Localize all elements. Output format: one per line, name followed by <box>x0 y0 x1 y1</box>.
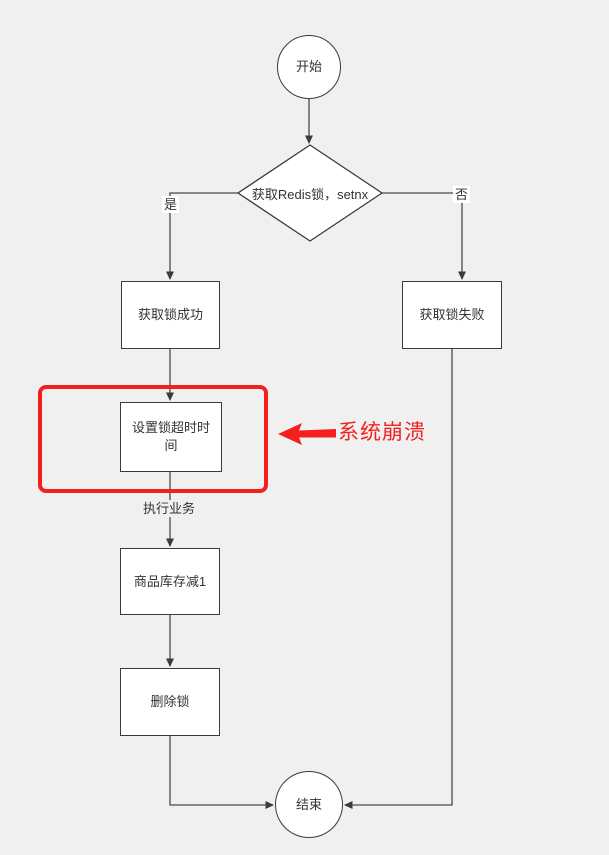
node-end: 结束 <box>275 771 343 838</box>
edge-delete-lock-end <box>169 736 274 809</box>
node-dec-stock-label: 商品库存减1 <box>133 573 207 589</box>
node-lock-success-label: 获取锁成功 <box>137 307 203 322</box>
node-lock-success: 获取锁成功 <box>121 281 220 349</box>
node-lock-fail: 获取锁失败 <box>402 281 502 349</box>
node-end-label: 结束 <box>295 796 322 812</box>
edge-label-yes: 是 <box>162 196 180 213</box>
node-decision-label: 获取Redis锁，setnx <box>251 186 369 202</box>
annotation-arrow-icon <box>278 423 336 445</box>
edge-label-no: 否 <box>453 186 471 203</box>
edge-decision-lock-fail <box>382 192 466 280</box>
edge-lock-fail-end <box>344 349 453 809</box>
node-decision: 获取Redis锁，setnx <box>238 180 382 206</box>
edge-label-execute-business: 执行业务 <box>141 500 198 517</box>
node-start: 开始 <box>277 35 341 99</box>
decision-diamond-shape <box>236 144 384 242</box>
node-delete-lock: 删除锁 <box>120 668 220 736</box>
node-set-timeout-label: 设置锁超时时间 <box>131 420 210 453</box>
node-delete-lock-label: 删除锁 <box>150 694 190 709</box>
node-start-label: 开始 <box>295 59 322 74</box>
node-lock-fail-label: 获取锁失败 <box>419 307 485 322</box>
annotation-text: 系统崩溃 <box>338 421 426 444</box>
edge-decision-lock-success <box>166 192 238 280</box>
node-dec-stock: 商品库存减1 <box>120 548 220 615</box>
highlight-rect <box>38 385 268 493</box>
node-set-timeout: 设置锁超时时间 <box>120 402 222 472</box>
